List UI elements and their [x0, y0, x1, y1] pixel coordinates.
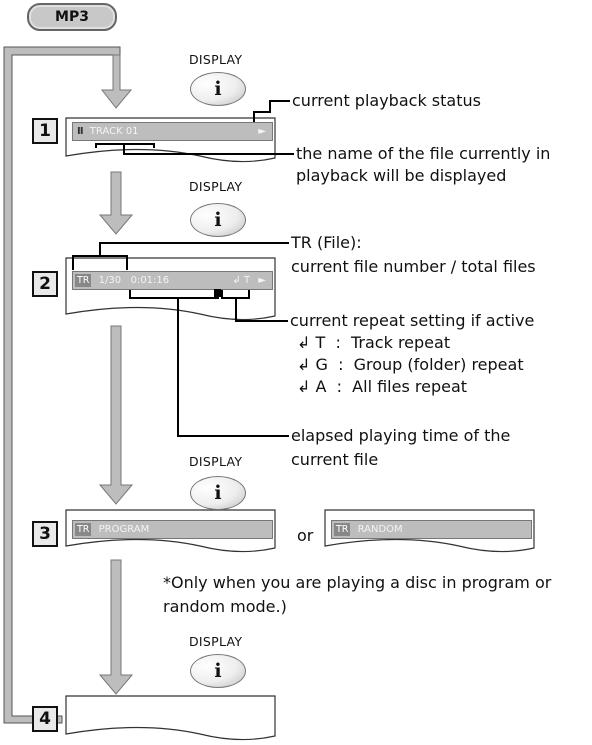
program-text: PROGRAM	[98, 524, 150, 535]
screen-1-bar: Ⅱ TRACK 01 ►	[72, 122, 273, 141]
down-arrow-2	[98, 171, 134, 235]
repeat-option-track: ↲ T : Track repeat	[297, 333, 451, 352]
annotation-tr-line1: TR (File):	[291, 233, 362, 252]
down-arrow-3	[98, 325, 134, 505]
repeat-option-all: ↲ A : All files repeat	[297, 377, 468, 396]
down-arrow-4	[98, 559, 134, 695]
down-arrow-1	[100, 54, 133, 109]
display-label-3: DISPLAY	[189, 454, 243, 469]
step-number-4: 4	[32, 706, 58, 732]
note-line1: *Only when you are playing a disc in pro…	[163, 573, 552, 592]
or-text: or	[297, 526, 314, 545]
annotation-elapsed-line2: current file	[291, 450, 379, 469]
screen-1-track-text: TRACK 01	[89, 126, 139, 137]
annotation-repeat-title: current repeat setting if active	[290, 311, 535, 330]
leader-repeat	[221, 289, 288, 322]
screen-4-paper	[65, 695, 276, 741]
display-label-1: DISPLAY	[189, 52, 243, 67]
screen-3b-bar: TR RANDOM	[331, 520, 532, 539]
repeat-indicator: ↲ T	[232, 275, 250, 286]
repeat-option-group: ↲ G : Group (folder) repeat	[297, 355, 524, 374]
leader-status	[253, 100, 290, 122]
annotation-elapsed-line1: elapsed playing time of the	[291, 426, 511, 445]
screen-2-bar: TR 1/30 0:01:16 ↲ T ►	[72, 271, 273, 290]
info-button-1[interactable]: i	[190, 72, 246, 106]
play-status-icon: ►	[258, 126, 266, 137]
display-label-2: DISPLAY	[189, 179, 243, 194]
annotation-tr-line2: current file number / total files	[291, 257, 536, 276]
elapsed-marker	[214, 289, 221, 297]
note-line2: random mode.)	[163, 597, 287, 616]
info-button-4[interactable]: i	[190, 654, 246, 688]
step-number-1: 1	[32, 118, 58, 144]
loop-arrow	[3, 46, 121, 724]
step-number-2: 2	[32, 271, 58, 297]
annotation-filename-line2: playback will be displayed	[296, 166, 507, 185]
random-text: RANDOM	[357, 524, 403, 535]
info-button-3[interactable]: i	[190, 476, 246, 510]
disc-icon: Ⅱ	[77, 126, 84, 137]
info-button-2[interactable]: i	[190, 203, 246, 237]
screen-3a-bar: TR PROGRAM	[72, 520, 273, 539]
display-label-4: DISPLAY	[189, 634, 243, 649]
annotation-filename-line1: the name of the file currently in	[296, 144, 551, 163]
leader-tr	[72, 242, 289, 270]
leader-filename	[95, 143, 294, 155]
tr-chip: TR	[75, 274, 92, 287]
screen-2-time-text: 1/30 0:01:16	[98, 275, 170, 286]
annotation-playback-status: current playback status	[292, 91, 481, 110]
play-status-icon-2: ►	[258, 275, 266, 286]
tr-chip-program: TR	[75, 523, 92, 536]
mp3-mode-label: MP3	[27, 3, 117, 31]
step-number-3: 3	[32, 521, 58, 547]
tr-chip-random: TR	[334, 523, 351, 536]
